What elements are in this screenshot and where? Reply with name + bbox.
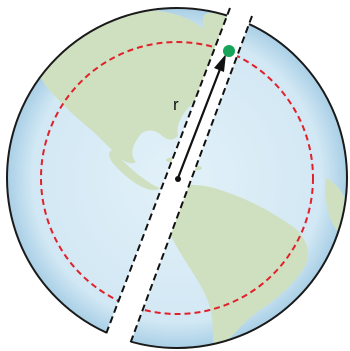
south-america <box>162 184 308 348</box>
center-point <box>175 176 181 182</box>
globe-outline <box>6 7 348 349</box>
orbit-circle <box>40 41 314 315</box>
central-america <box>109 150 160 191</box>
radius-label: r <box>173 95 179 114</box>
north-america <box>35 10 219 164</box>
arrowhead <box>214 54 226 72</box>
tunnel-edge-right <box>129 15 253 345</box>
surface-marker <box>223 45 235 57</box>
radius-arrow <box>176 63 224 179</box>
tunnel-edge-left <box>105 7 231 335</box>
